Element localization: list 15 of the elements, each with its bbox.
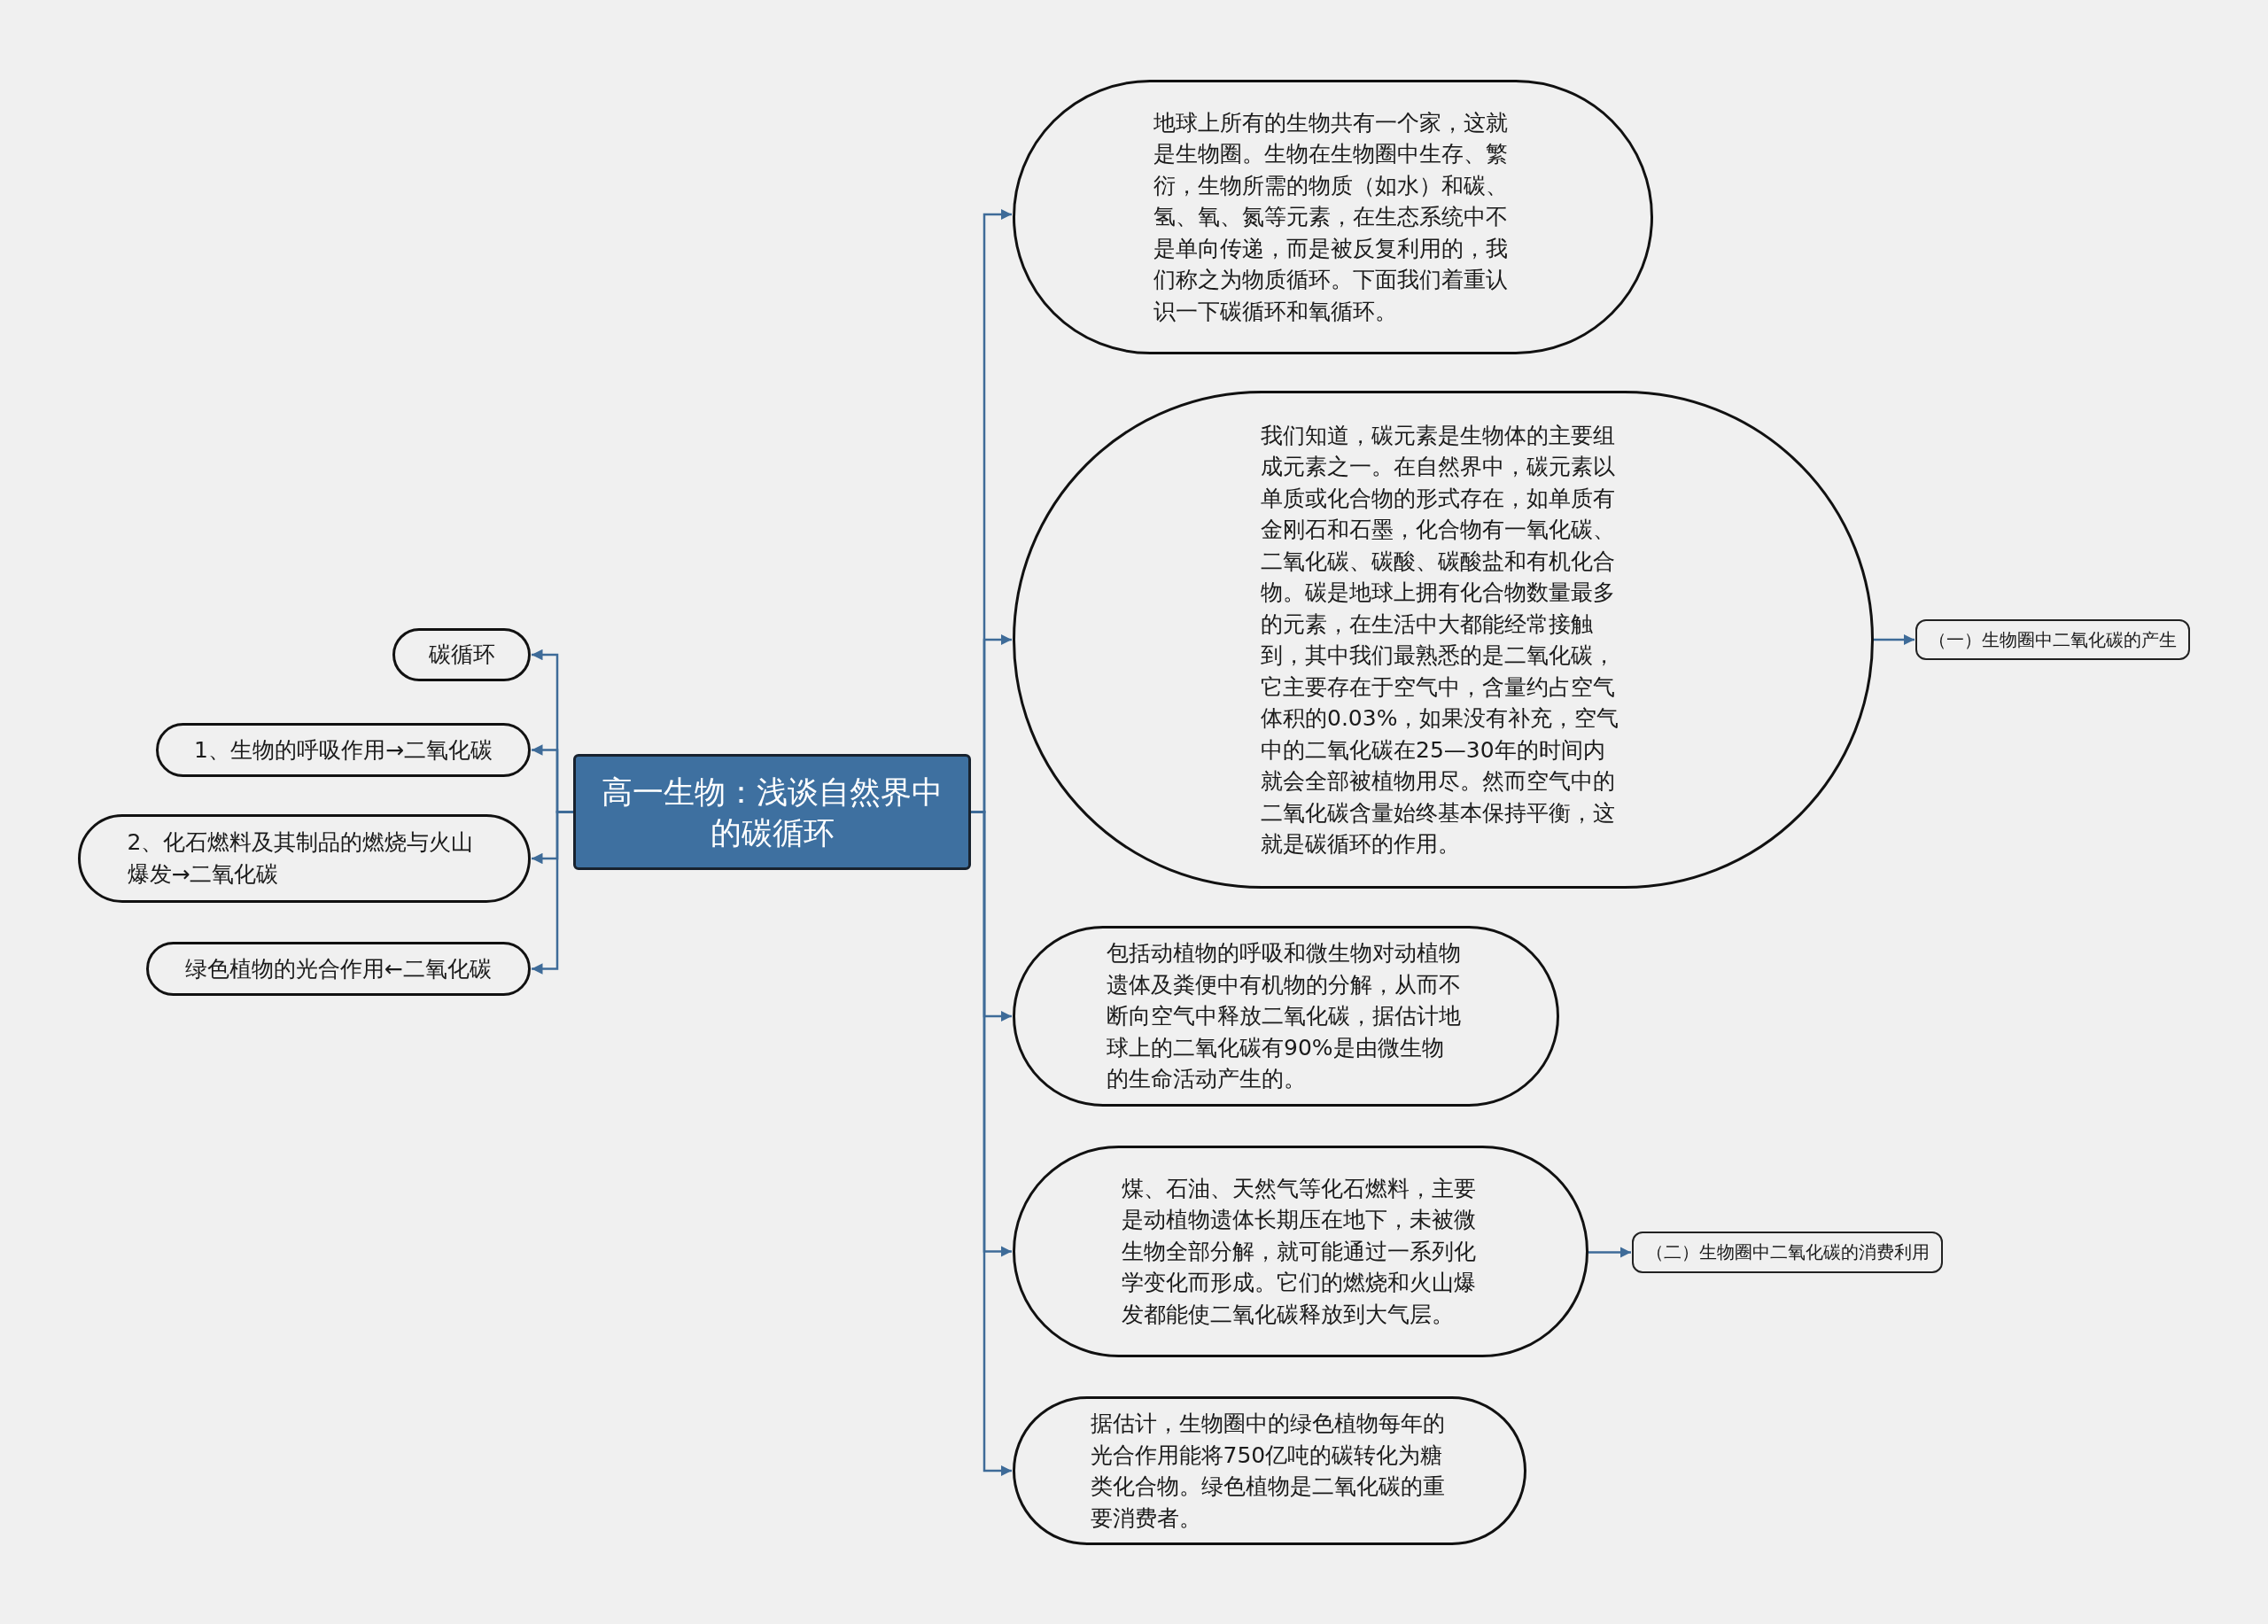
rounded-box: 1、生物的呼吸作用→二氧化碳 [156, 723, 531, 777]
rounded-box: 我们知道，碳元素是生物体的主要组成元素之一。在自然界中，碳元素以单质或化合物的形式存在，如单质有金刚石和石墨，化合物有一氧化碳、二氧化碳、碳酸、碳酸盐和有机化合物。碳是地球上拥有化合物数量最多的元素，在生活中大都能经常接触到，其中我们最熟悉的是二氧化碳，它主要存在于空气中，含量约占空气体积的0.03%，如果没有补充，空气中的二氧化碳在25—30年的时间内就会全部被植物用尽。然而空气中的二氧化碳含量始终基本保持平衡，这就是碳循环的作用。 [1013, 391, 1874, 889]
rounded-box: 包括动植物的呼吸和微生物对动植物遗体及粪便中有机物的分解，从而不断向空气中释放二氧化碳，据估计地球上的二氧化碳有90%是由微生物的生命活动产生的。 [1013, 926, 1559, 1107]
connector-arrow [1588, 1247, 1631, 1258]
rounded-box: 煤、石油、天然气等化石燃料，主要是动植物遗体长期压在地下，未被微生物全部分解，就可能通过一系列化学变化而形成。它们的燃烧和火山爆发都能使二氧化碳释放到大气层。 [1013, 1146, 1588, 1357]
rounded-box: （二）生物圈中二氧化碳的消费利用 [1632, 1232, 1943, 1273]
rounded-box: 地球上所有的生物共有一个家，这就是生物圈。生物在生物圈中生存、繁衍，生物所需的物质（如水）和碳、氢、氧、氮等元素，在生态系统中不是单向传递，而是被反复利用的，我们称之为物质循环。下面我们着重认识一下碳循环和氧循环。 [1013, 80, 1653, 354]
topic-box: 高一生物：浅谈自然界中的碳循环 [573, 754, 971, 870]
rounded-box: 2、化石燃料及其制品的燃烧与火山爆发→二氧化碳 [78, 814, 531, 903]
rounded-box: 绿色植物的光合作用←二氧化碳 [146, 942, 531, 996]
rounded-box: 据估计，生物圈中的绿色植物每年的光合作用能将750亿吨的碳转化为糖类化合物。绿色植物是二氧化碳的重要消费者。 [1013, 1396, 1526, 1545]
rounded-box: （一）生物圈中二氧化碳的产生 [1915, 619, 2190, 660]
connector-arrow [532, 811, 573, 975]
rounded-box: 碳循环 [392, 628, 531, 681]
connector-arrow [1874, 633, 1915, 646]
